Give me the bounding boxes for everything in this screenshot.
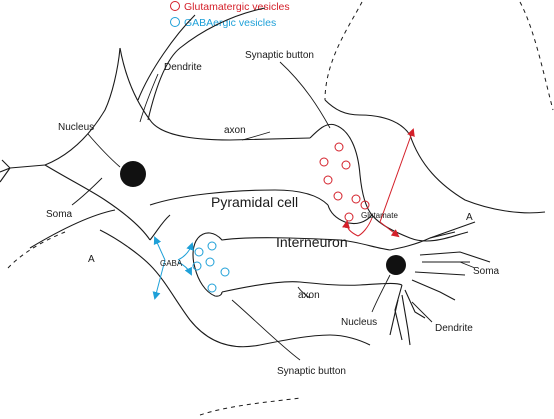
label-pyramidal-cell: Pyramidal cell xyxy=(211,194,298,210)
region-a-boundary xyxy=(7,1,554,416)
leader-lines xyxy=(71,61,476,361)
gabaergic-vesicles xyxy=(192,241,230,293)
pyramidal-nucleus xyxy=(120,161,146,187)
label-gaba: GABA xyxy=(160,259,183,268)
label-axon-bottom: axon xyxy=(298,290,320,301)
label-axon-top: axon xyxy=(224,125,246,136)
label-region-a-left: A xyxy=(88,254,95,265)
legend-gabaergic-icon xyxy=(170,17,180,27)
legend-glutamatergic-icon xyxy=(170,1,180,11)
glutamatergic-vesicles xyxy=(319,142,370,222)
label-interneuron: Interneuron xyxy=(276,234,348,250)
legend-glutamatergic-label: Glutamatergic vesicles xyxy=(184,1,290,13)
legend: Glutamatergic vesicles GABAergic vesicle… xyxy=(170,1,290,29)
label-synaptic-button-top: Synaptic button xyxy=(245,50,314,61)
label-soma-right: Soma xyxy=(473,266,500,277)
interneuron xyxy=(99,214,491,348)
label-glutamate: Glutamate xyxy=(361,211,398,220)
label-soma-left: Soma xyxy=(46,209,73,220)
label-dendrite-bottom: Dendrite xyxy=(435,323,473,334)
label-synaptic-button-bottom: Synaptic button xyxy=(277,366,346,377)
pyramidal-cell xyxy=(0,7,546,249)
legend-gabaergic-label: GABAergic vesicles xyxy=(184,17,276,29)
label-dendrite-top: Dendrite xyxy=(164,62,202,73)
label-nucleus-right: Nucleus xyxy=(341,317,377,328)
label-nucleus-left: Nucleus xyxy=(58,122,94,133)
interneuron-nucleus xyxy=(386,255,406,275)
label-region-a-right: A xyxy=(466,212,473,223)
glutamate-arrows xyxy=(342,128,415,238)
gaba-arrows xyxy=(152,236,194,300)
